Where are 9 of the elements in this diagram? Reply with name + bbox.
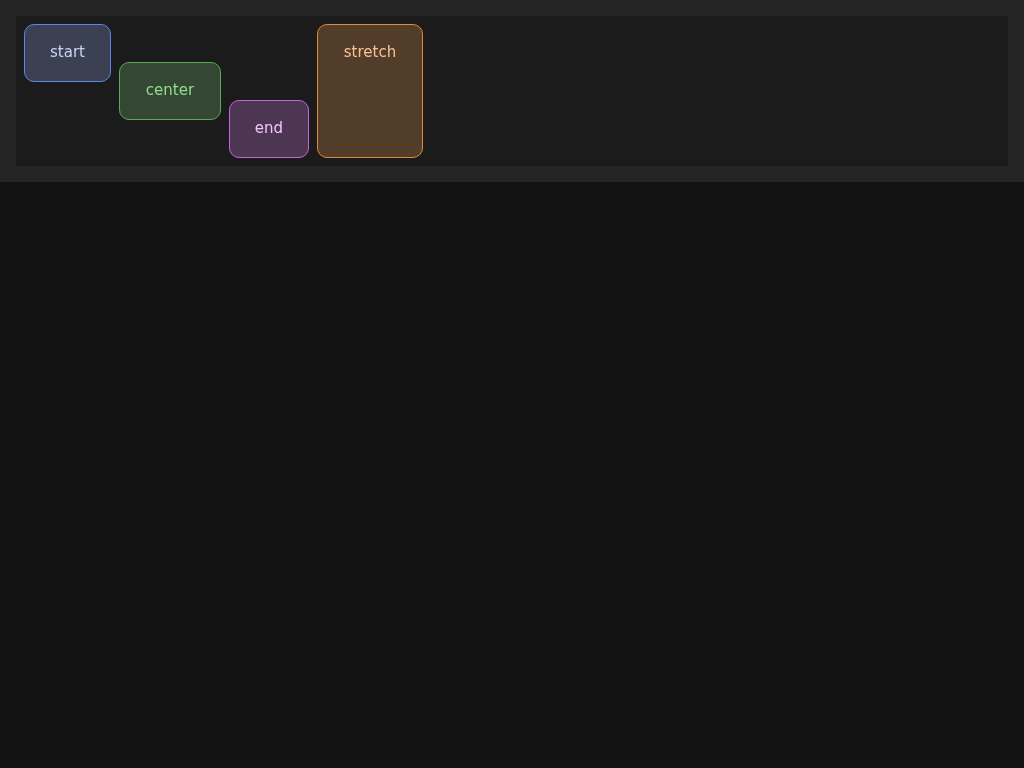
item-label: stretch (343, 43, 397, 61)
item-label: start (50, 43, 85, 61)
item-label: end (254, 119, 284, 137)
item-card (24, 24, 111, 82)
container-panel (16, 16, 1008, 166)
item-card (119, 62, 221, 120)
item-card (317, 24, 423, 158)
item-card (229, 100, 309, 158)
item-label: center (145, 81, 195, 99)
